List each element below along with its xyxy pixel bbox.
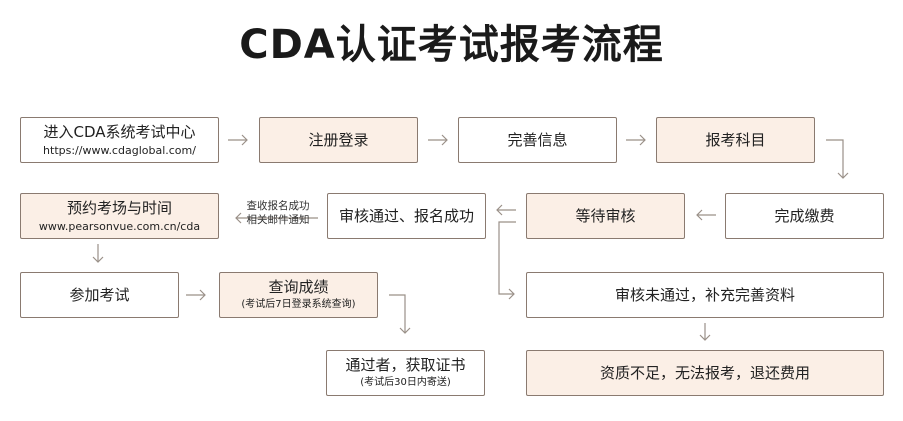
notification-line: 相关邮件通知 [246,214,310,227]
notification-line: 查收报名成功 [246,200,310,212]
step-pay-fee: 完成缴费 [725,193,884,239]
step-label: 进入CDA系统考试中心 [43,122,196,141]
step-insufficient: 资质不足，无法报考，退还费用 [526,350,884,396]
notification-label: 查收报名成功 相关邮件通知 [237,199,319,227]
step-label: 审核未通过，补充完善资料 [614,285,795,304]
arrow-right [228,134,248,146]
step-label: 预约考场与时间 [66,198,172,217]
arrow-left [496,204,516,216]
step-label: 报考科目 [705,130,766,149]
step-label: 等待审核 [575,206,636,225]
arrow-left [235,212,318,224]
step-note: (考试后7日登录系统查询) [241,299,356,311]
step-check-score: 查询成绩 (考试后7日登录系统查询) [219,272,378,318]
arrow-down [92,244,104,263]
arrow-elbow-down [826,139,849,179]
step-url: https://www.cdaglobal.com/ [43,143,196,157]
arrow-branch [498,221,516,300]
step-label: 通过者，获取证书 [345,356,466,375]
step-review-passed: 审核通过、报名成功 [327,193,486,239]
step-label: 注册登录 [308,130,369,149]
arrow-elbow-down [389,294,411,334]
step-label: 完成缴费 [774,206,835,225]
step-register-login: 注册登录 [259,117,418,163]
step-review-failed: 审核未通过，补充完善资料 [526,272,884,318]
step-label: 参加考试 [69,285,130,304]
step-label: 审核通过、报名成功 [338,206,474,225]
step-enter-system: 进入CDA系统考试中心 https://www.cdaglobal.com/ [20,117,219,163]
arrow-left [696,209,716,221]
step-note: (考试后30日内寄送) [360,377,451,389]
step-get-certificate: 通过者，获取证书 (考试后30日内寄送) [326,350,485,396]
arrow-right [626,134,646,146]
step-url: www.pearsonvue.com.cn/cda [38,219,201,233]
step-select-subject: 报考科目 [656,117,815,163]
step-book-exam: 预约考场与时间 www.pearsonvue.com.cn/cda [20,193,219,239]
arrow-right [186,289,206,301]
arrow-right [428,134,448,146]
step-label: 资质不足，无法报考，退还费用 [599,363,810,382]
step-label: 完善信息 [507,130,568,149]
step-complete-info: 完善信息 [458,117,617,163]
page-title: CDA认证考试报考流程 [239,22,664,68]
step-wait-review: 等待审核 [526,193,685,239]
step-label: 查询成绩 [268,278,329,297]
step-take-exam: 参加考试 [20,272,179,318]
arrow-down [699,323,711,341]
